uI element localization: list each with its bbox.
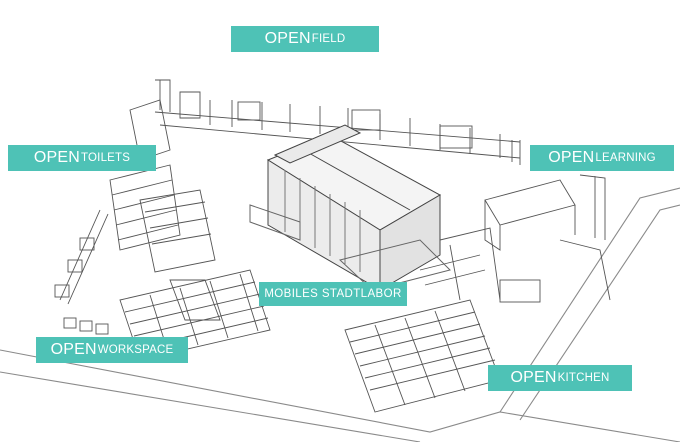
- label-opentoilets-suffix: toilets: [81, 152, 131, 164]
- label-openworkspace: OPENworkspace: [36, 337, 188, 363]
- label-openkitchen-suffix: kitchen: [557, 372, 610, 384]
- label-openfield-suffix: field: [311, 33, 346, 45]
- label-openkitchen: OPENkitchen: [488, 365, 632, 391]
- label-openlearning-suffix: learning: [595, 152, 656, 164]
- label-openlearning: OPENlearning: [530, 145, 674, 171]
- label-openfield-prefix: OPEN: [264, 30, 311, 47]
- label-openfield: OPENfield: [231, 26, 379, 52]
- learning-shed: [484, 174, 611, 303]
- west-wing-structure: [54, 99, 216, 305]
- label-openkitchen-prefix: OPEN: [510, 369, 557, 386]
- label-openlearning-prefix: OPEN: [548, 149, 595, 166]
- label-opentoilets: OPENtoilets: [8, 145, 156, 171]
- label-mobiles-stadtlabor: MOBILES STADTLABOR: [259, 282, 407, 306]
- street-outline: [0, 187, 680, 442]
- label-openworkspace-suffix: workspace: [97, 344, 174, 356]
- label-openworkspace-prefix: OPEN: [50, 341, 97, 358]
- central-building: [249, 124, 451, 291]
- label-opentoilets-prefix: OPEN: [33, 149, 81, 166]
